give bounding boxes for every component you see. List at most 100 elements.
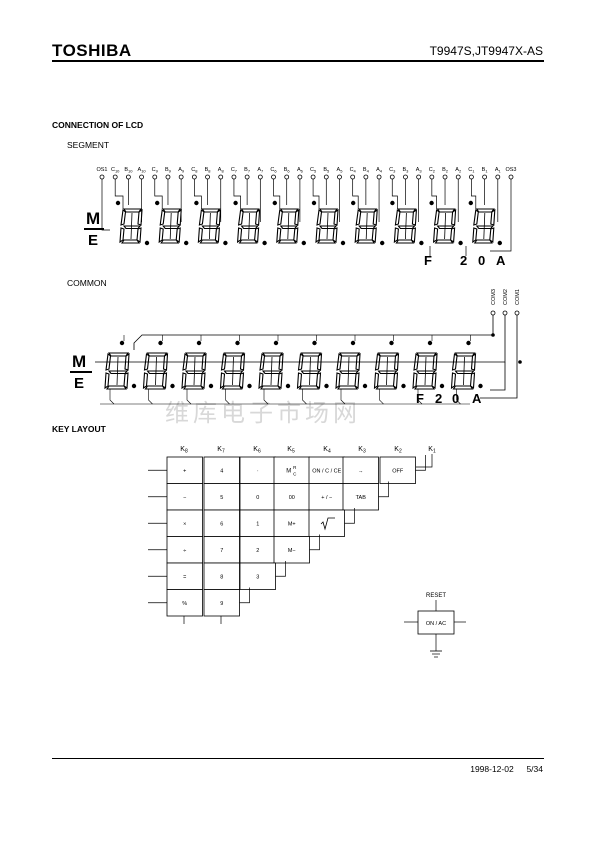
common-digit: [296, 352, 323, 390]
com-line: [133, 315, 494, 350]
common-dot: [362, 383, 368, 389]
key-label: + / −: [321, 495, 332, 501]
segment-pin-label: B8: [205, 167, 212, 174]
key-cell: [308, 456, 345, 484]
segment-pin-label: B7: [244, 167, 251, 174]
segment-dot: [272, 200, 277, 206]
segment-dot: [144, 240, 150, 246]
segment-dot: [458, 240, 463, 246]
key-label: 9: [220, 601, 223, 607]
segment-pin-terminal: [218, 174, 224, 180]
common-annunciator: A: [472, 391, 482, 406]
segment-annunciator: 0: [478, 253, 485, 268]
common-dot: [170, 383, 175, 389]
segment-digit: [393, 208, 418, 244]
segment-dot: [497, 240, 502, 246]
common-dot: [478, 383, 483, 389]
segment-pin-terminal: [284, 174, 290, 180]
common-lead: [379, 389, 384, 405]
key-col-lead: [239, 587, 250, 604]
common-lead: [456, 389, 461, 405]
segment-pin-terminal: [191, 174, 197, 180]
segment-pin-terminal: [125, 174, 131, 180]
key-col-lead: [378, 481, 389, 498]
segment-lead: [490, 179, 512, 252]
segment-pin-terminal: [205, 174, 210, 180]
segment-pin-label: A3: [416, 167, 423, 174]
key-label: M: [286, 468, 291, 474]
common-digit: [219, 352, 246, 390]
key-label: −: [183, 495, 186, 501]
segment-pin-terminal: [257, 174, 263, 180]
key-label: 7: [220, 548, 223, 554]
key-label: 4: [220, 468, 223, 474]
segment-pin-label: A6: [297, 167, 304, 174]
key-column-label: K3: [358, 446, 366, 455]
m-annunciator: M: [72, 352, 86, 371]
key-label: TAB: [356, 495, 367, 501]
segment-pin-label: A8: [218, 167, 225, 174]
segment-digit: [158, 208, 182, 244]
key-cell: [203, 589, 240, 617]
common-digit: [104, 352, 130, 390]
segment-pin-label: B9: [165, 167, 172, 174]
common-digit: [412, 352, 438, 390]
segment-pin-terminal: [152, 174, 158, 180]
key-label: %: [182, 601, 187, 607]
reset-label: RESET: [426, 593, 446, 599]
segment-pin-terminal: [350, 174, 356, 180]
e-annunciator: E: [88, 232, 98, 249]
segment-digit: [276, 208, 300, 244]
key-column-label: K2: [394, 446, 402, 455]
segment-pin-terminal: [99, 174, 105, 180]
common-lead: [225, 389, 230, 405]
segment-dot: [311, 200, 317, 206]
key-column-label: K4: [323, 446, 331, 455]
sqrt-icon: [320, 517, 335, 531]
key-label: +: [183, 468, 186, 474]
footer-date: 1998-12-02: [470, 764, 514, 774]
common-lead: [148, 389, 153, 405]
segment-pin-terminal: [469, 174, 474, 180]
segment-pin-label: OS1: [96, 167, 107, 173]
key-cell: [166, 456, 203, 484]
segment-pin-label: OS3: [505, 167, 516, 173]
footer-date-page: 1998-12-02 5/34: [470, 764, 543, 774]
segment-pin-label: A5: [337, 167, 344, 174]
com-pin-terminal: [502, 310, 508, 316]
com-line: [490, 362, 506, 391]
segment-pin-terminal: [297, 174, 303, 180]
key-cell: [203, 456, 240, 484]
key-column-label: K6: [253, 446, 261, 455]
segment-lead: [114, 179, 124, 209]
segment-pin-terminal: [508, 174, 514, 180]
key-label: M−: [288, 548, 296, 554]
segment-lead: [233, 179, 241, 209]
key-label: 5: [220, 495, 223, 501]
key-cell: [379, 456, 416, 484]
segment-annunciator: 2: [460, 253, 467, 268]
key-label: C: [293, 471, 297, 476]
segment-digit: [315, 208, 339, 244]
common-digit: [373, 352, 400, 390]
segment-pin-terminal: [495, 174, 501, 180]
common-digit: [181, 352, 207, 390]
segment-pin-terminal: [231, 174, 237, 180]
common-dot: [324, 383, 329, 389]
key-label: 0: [256, 495, 259, 501]
segment-pin-terminal: [271, 174, 276, 180]
key-cell: [273, 483, 310, 511]
key-label: 00: [289, 495, 295, 501]
segment-pin-terminal: [442, 174, 448, 180]
segment-pin-label: C1: [468, 167, 475, 174]
key-label: ×: [183, 521, 186, 527]
com-pin-label: COM2: [503, 289, 509, 305]
common-lead: [109, 389, 115, 405]
common-digit: [335, 352, 361, 390]
key-label: ·: [257, 468, 259, 474]
segment-pin-terminal: [310, 174, 316, 180]
key-label: 6: [220, 521, 223, 527]
key-col-lead: [415, 455, 426, 471]
